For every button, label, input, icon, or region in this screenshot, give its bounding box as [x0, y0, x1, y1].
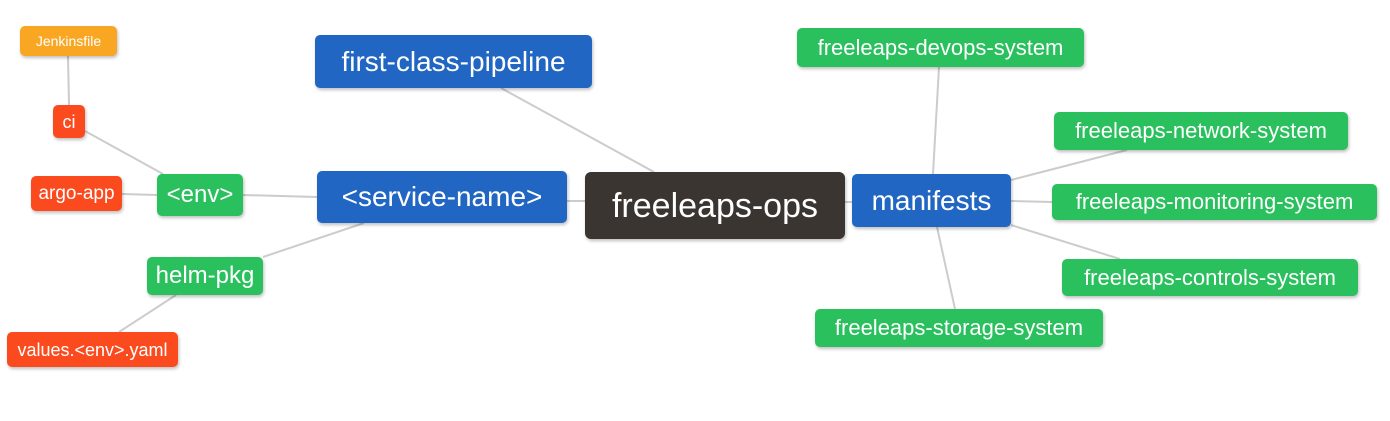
node-first-class-pipeline[interactable]: first-class-pipeline — [315, 35, 592, 88]
edge-jenkinsfile-ci — [67, 55, 70, 106]
edge-manifests-devops — [932, 66, 940, 175]
node-freeleaps-storage-system[interactable]: freeleaps-storage-system — [815, 309, 1103, 347]
node-service-name[interactable]: <service-name> — [317, 171, 567, 223]
edge-manifests-storage — [936, 226, 956, 310]
node-env[interactable]: <env> — [157, 174, 243, 216]
node-freeleaps-ops-root[interactable]: freeleaps-ops — [585, 172, 845, 239]
edge-pipeline-root — [500, 87, 655, 173]
node-freeleaps-controls-system[interactable]: freeleaps-controls-system — [1062, 259, 1358, 296]
node-manifests[interactable]: manifests — [852, 174, 1011, 227]
edge-helm-pkg-values — [118, 294, 177, 333]
edge-manifests-network — [1010, 149, 1128, 181]
edge-argo-app-env — [121, 193, 158, 196]
node-helm-pkg[interactable]: helm-pkg — [147, 257, 263, 295]
node-values-env-yaml[interactable]: values.<env>.yaml — [7, 332, 178, 367]
edge-manifests-monitoring — [1010, 200, 1053, 203]
edge-service-name-helm-pkg — [262, 222, 365, 258]
node-argo-app[interactable]: argo-app — [31, 176, 122, 211]
edge-env-service-name — [242, 194, 318, 198]
edge-manifests-controls — [1010, 224, 1121, 260]
node-freeleaps-monitoring-system[interactable]: freeleaps-monitoring-system — [1052, 184, 1377, 220]
node-freeleaps-devops-system[interactable]: freeleaps-devops-system — [797, 28, 1084, 67]
node-ci[interactable]: ci — [53, 105, 85, 138]
edge-ci-env — [84, 130, 164, 175]
node-jenkinsfile[interactable]: Jenkinsfile — [20, 26, 117, 56]
node-freeleaps-network-system[interactable]: freeleaps-network-system — [1054, 112, 1348, 150]
